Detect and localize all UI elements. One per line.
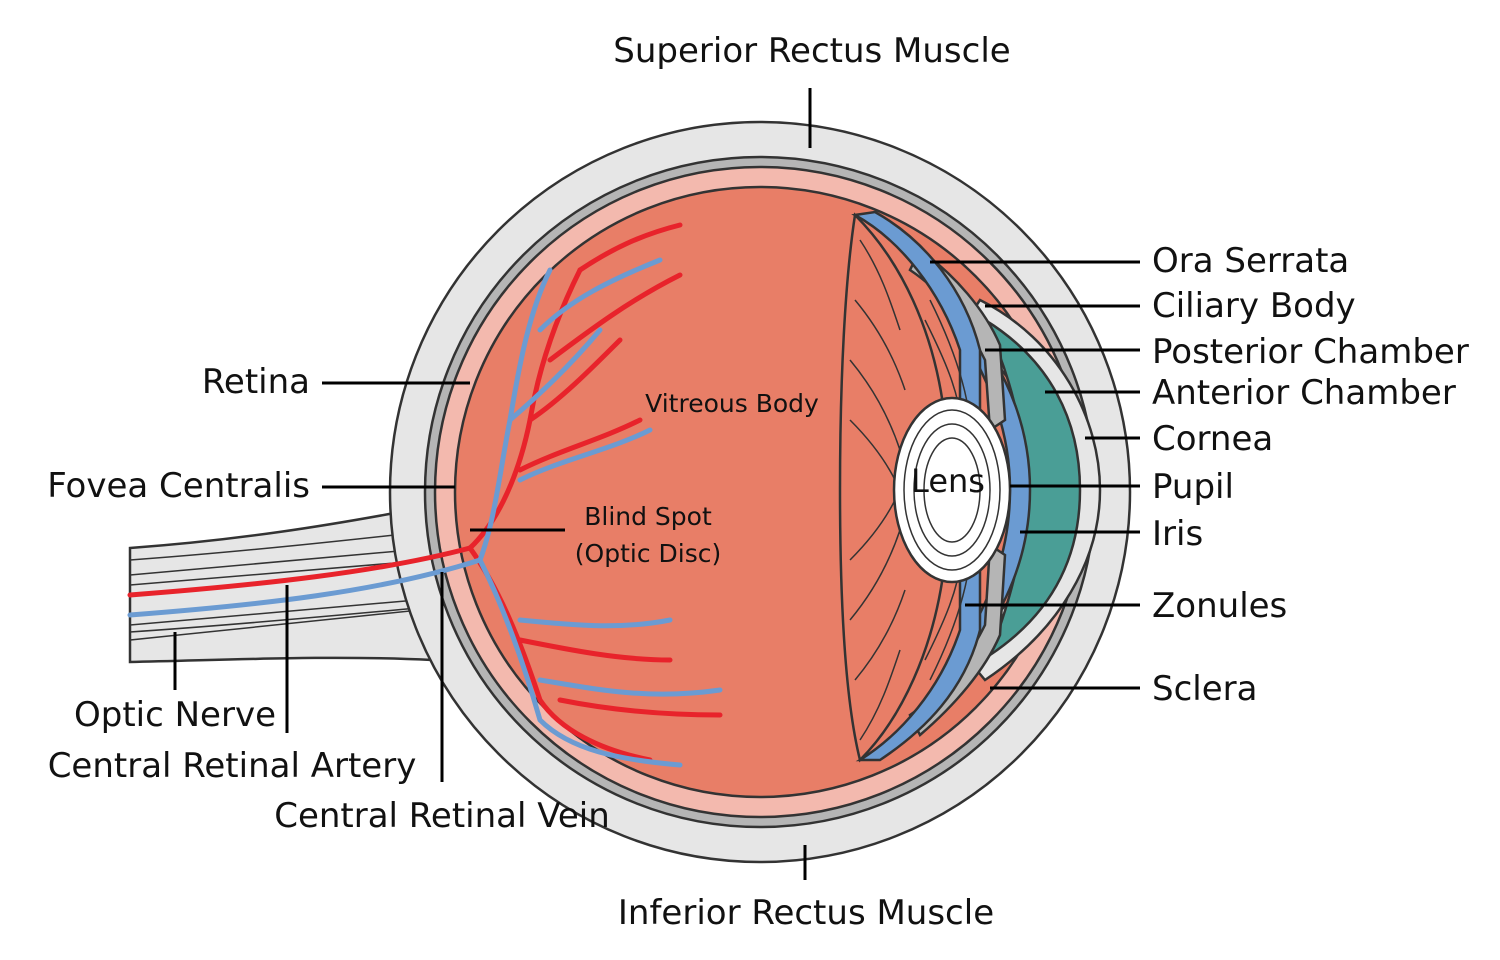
label-blind-spot: Blind Spot <box>584 502 712 531</box>
label-central-retinal-artery: Central Retinal Artery <box>48 746 417 786</box>
label-optic-disc: (Optic Disc) <box>575 539 721 568</box>
label-fovea-centralis: Fovea Centralis <box>47 466 310 506</box>
label-pupil: Pupil <box>1152 467 1234 507</box>
label-cornea: Cornea <box>1152 419 1273 459</box>
ora-serrata-band <box>851 210 982 762</box>
ciliary-fold-lines <box>849 239 906 741</box>
central-retinal-vein-vessels <box>127 257 723 768</box>
label-superior-rectus: Superior Rectus Muscle <box>613 31 1010 71</box>
ciliary-folds <box>838 212 947 763</box>
label-ora-serrata: Ora Serrata <box>1152 241 1349 281</box>
label-iris: Iris <box>1152 514 1203 554</box>
label-optic-nerve: Optic Nerve <box>74 695 276 735</box>
label-inferior-rectus: Inferior Rectus Muscle <box>618 893 994 933</box>
label-zonules: Zonules <box>1152 586 1287 626</box>
label-central-retinal-vein: Central Retinal Vein <box>274 796 610 836</box>
label-sclera: Sclera <box>1152 669 1257 709</box>
lens <box>892 396 1012 584</box>
label-retina: Retina <box>202 362 310 402</box>
label-ciliary-body: Ciliary Body <box>1152 286 1356 326</box>
leader-lines <box>173 88 1140 880</box>
label-lens: Lens <box>911 462 985 500</box>
label-anterior-chamber: Anterior Chamber <box>1152 373 1456 413</box>
label-vitreous-body: Vitreous Body <box>645 389 819 418</box>
label-posterior-chamber: Posterior Chamber <box>1152 332 1469 372</box>
lens-rings <box>903 409 1001 571</box>
